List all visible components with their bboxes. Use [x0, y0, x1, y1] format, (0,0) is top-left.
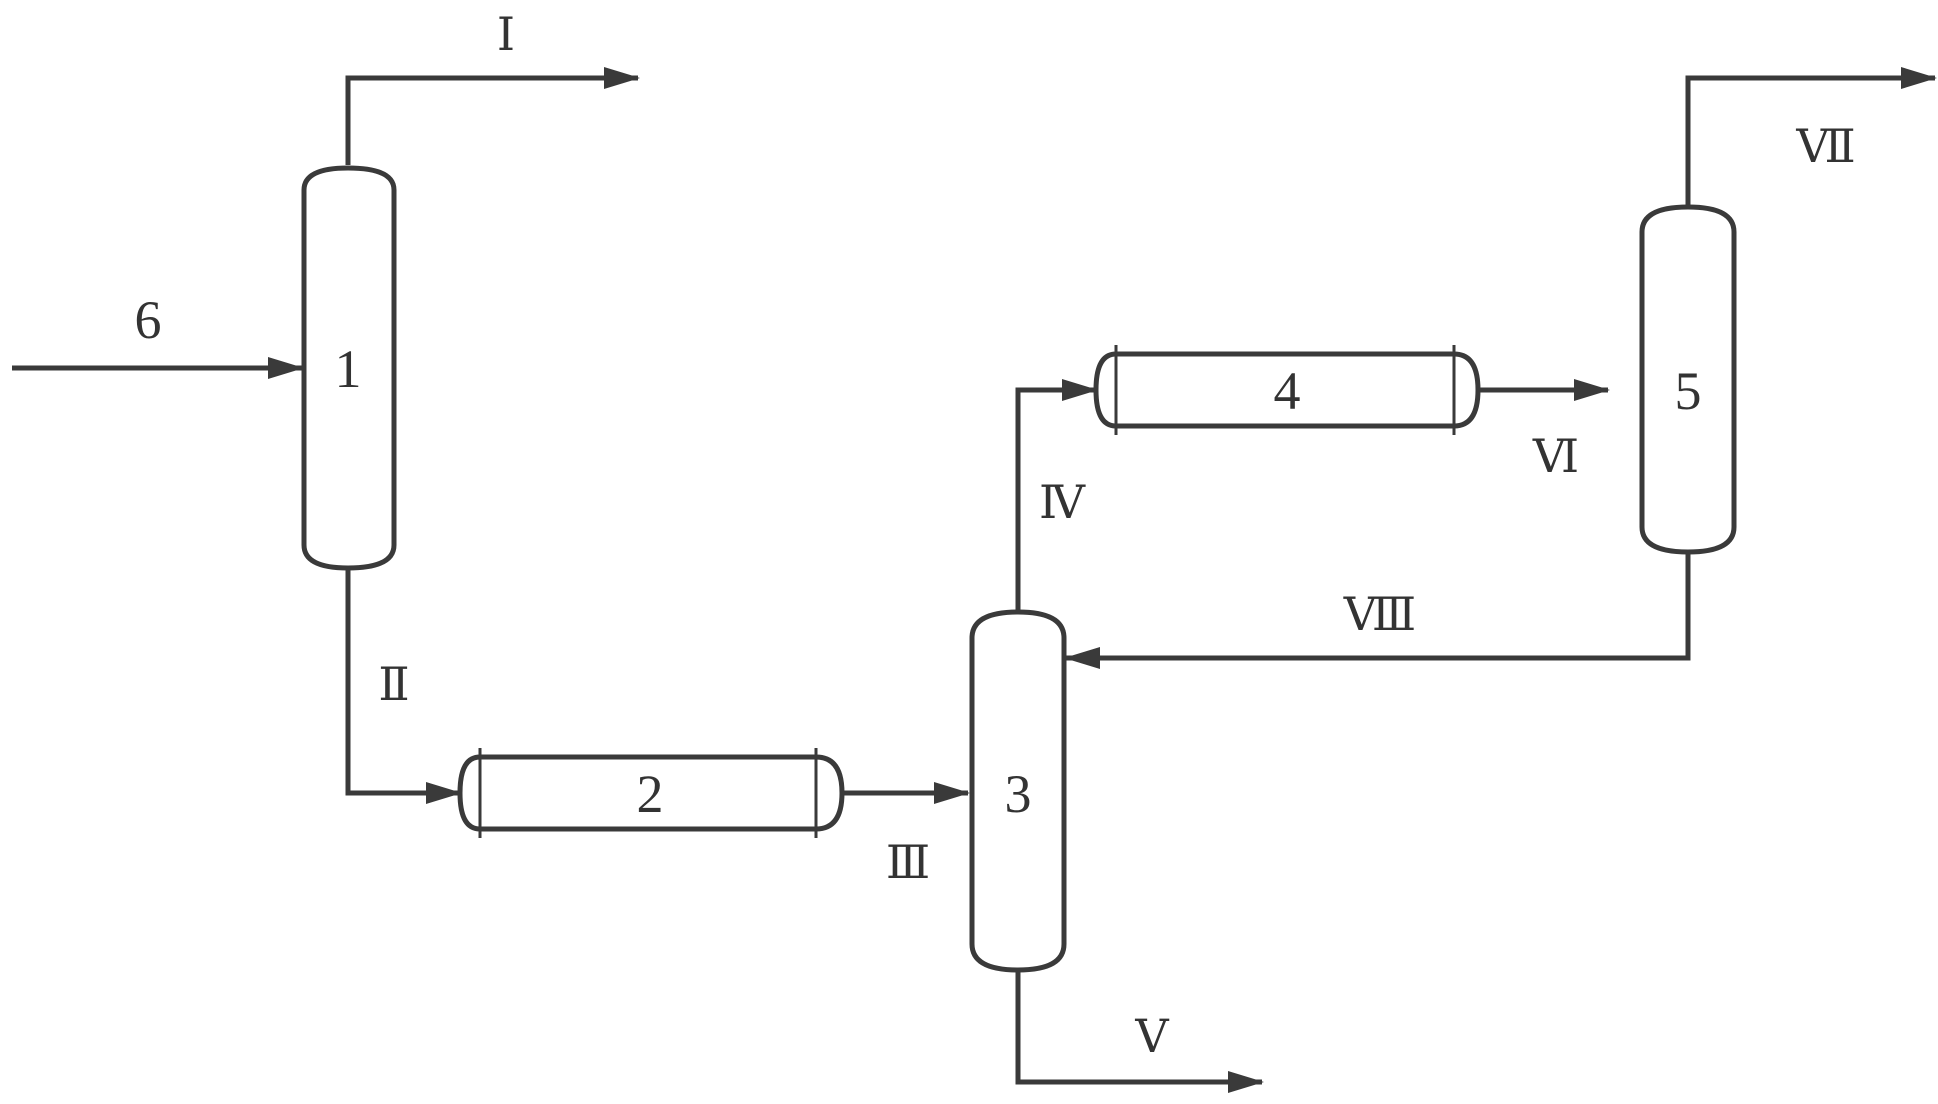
stream-label-VII: Ⅶ — [1795, 121, 1855, 172]
stream-label-III: Ⅲ — [886, 837, 930, 888]
stream-line-VII — [1685, 67, 1937, 207]
unit-label-2: 2 — [637, 764, 664, 824]
stream-line-II — [345, 570, 462, 804]
stream-label-II: Ⅱ — [378, 659, 409, 710]
unit-label-1: 1 — [335, 339, 362, 399]
stream-label-VIII: Ⅷ — [1343, 589, 1416, 640]
stream-line-V — [1015, 970, 1264, 1093]
stream-label-I: Ⅰ — [497, 9, 515, 60]
stream-label-V: Ⅴ — [1134, 1011, 1169, 1062]
unit-label-3: 3 — [1005, 764, 1032, 824]
unit-label-5: 5 — [1675, 361, 1702, 421]
stream-line-I — [345, 67, 640, 165]
feed-label-6: 6 — [135, 290, 162, 350]
stream-label-IV: Ⅳ — [1039, 477, 1086, 528]
column-3 — [969, 609, 1067, 973]
unit-label-4: 4 — [1274, 361, 1301, 421]
stream-line-IV — [1015, 379, 1098, 612]
stream-line-VIII — [1064, 552, 1691, 669]
stream-label-VI: Ⅵ — [1532, 431, 1579, 482]
column-1 — [301, 165, 397, 571]
column-5 — [1639, 204, 1737, 555]
